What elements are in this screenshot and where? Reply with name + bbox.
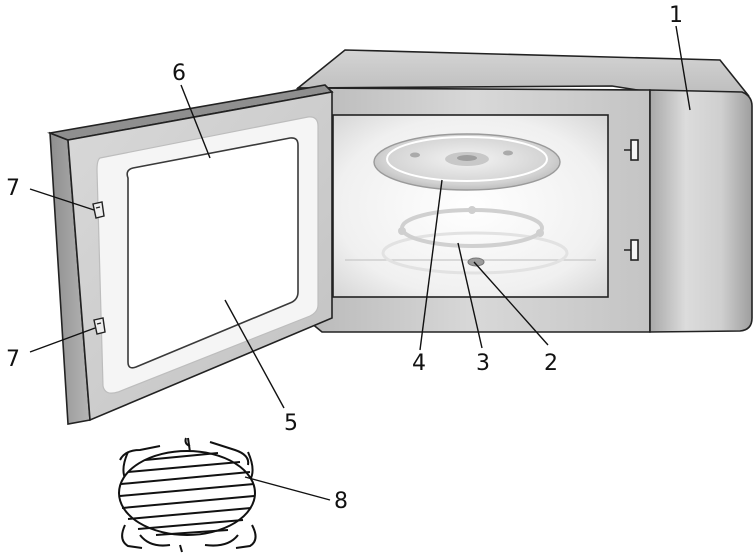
control-panel	[650, 90, 752, 332]
callout-3: 3	[476, 351, 490, 376]
latch-slot-lower	[631, 240, 638, 260]
grill-rack-ring	[119, 451, 255, 535]
microwave-door	[50, 85, 332, 424]
grill-rack	[119, 438, 256, 552]
callout-2: 2	[544, 351, 558, 376]
callout-7-lower: 7	[6, 347, 20, 372]
roller-wheel	[468, 206, 476, 214]
callout-5: 5	[284, 411, 298, 436]
roller-wheel	[536, 229, 544, 237]
callout-7-upper: 7	[6, 176, 20, 201]
microwave-body	[298, 50, 752, 332]
leader-8	[245, 477, 330, 500]
callout-4: 4	[412, 351, 426, 376]
callout-1: 1	[669, 3, 683, 28]
roller-wheel	[398, 227, 406, 235]
callout-8: 8	[334, 489, 348, 514]
callout-6: 6	[172, 61, 186, 86]
latch-slot-upper	[631, 140, 638, 160]
